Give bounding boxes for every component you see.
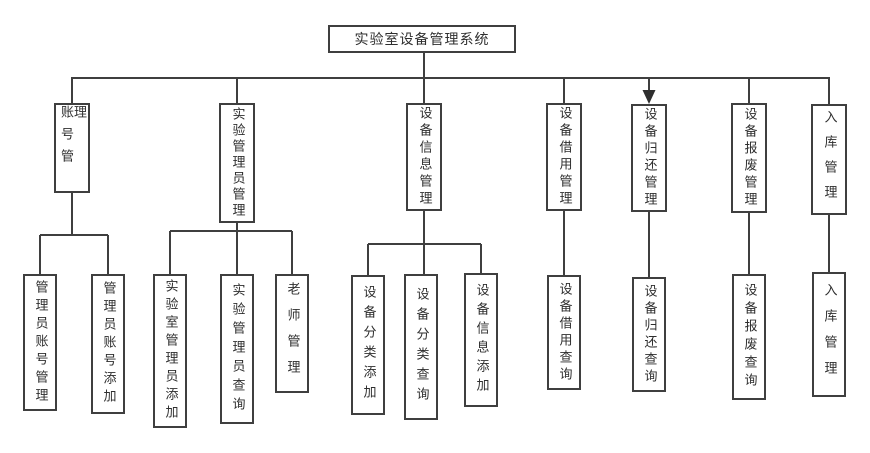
node-equip-borrow-query: 设备借用查询	[547, 275, 581, 390]
node-equip-info-add: 设备信息添加	[464, 273, 498, 407]
node-equip-borrow-mgmt: 设备借用管理	[546, 103, 582, 211]
node-equip-scrap-mgmt: 设备报废管理	[731, 103, 767, 213]
node-lab-admin-mgmt: 实验管理员管理	[219, 103, 255, 223]
arrow-down-icon	[642, 90, 656, 104]
node-lab-room-admin-add: 实验室管理员添加	[153, 274, 187, 428]
node-account-mgmt: 账号管理	[54, 103, 90, 193]
node-equip-info-mgmt: 设备信息管理	[406, 103, 442, 211]
node-equip-return-mgmt: 设备归还管理	[631, 104, 667, 212]
node-admin-account-mgmt: 管理员账号管理	[23, 274, 57, 411]
node-equip-scrap-query: 设备报废查询	[732, 274, 766, 400]
account-sub-connector	[39, 193, 109, 274]
node-lab-admin-query: 实验管理员查询	[220, 274, 254, 424]
node-warehouse-mgmt-leaf: 入库管理	[812, 272, 846, 397]
node-equip-category-query: 设备分类查询	[404, 274, 438, 420]
node-warehouse-mgmt: 入库管理	[811, 104, 847, 215]
equip-info-sub-connector	[367, 211, 482, 275]
node-equip-category-add: 设备分类添加	[351, 275, 385, 415]
node-admin-account-add: 管理员账号添加	[91, 274, 125, 414]
node-teacher-mgmt: 老师管理	[275, 274, 309, 393]
node-root-system: 实验室设备管理系统	[328, 25, 516, 53]
lab-admin-sub-connector	[169, 223, 293, 274]
node-equip-return-query: 设备归还查询	[632, 277, 666, 392]
